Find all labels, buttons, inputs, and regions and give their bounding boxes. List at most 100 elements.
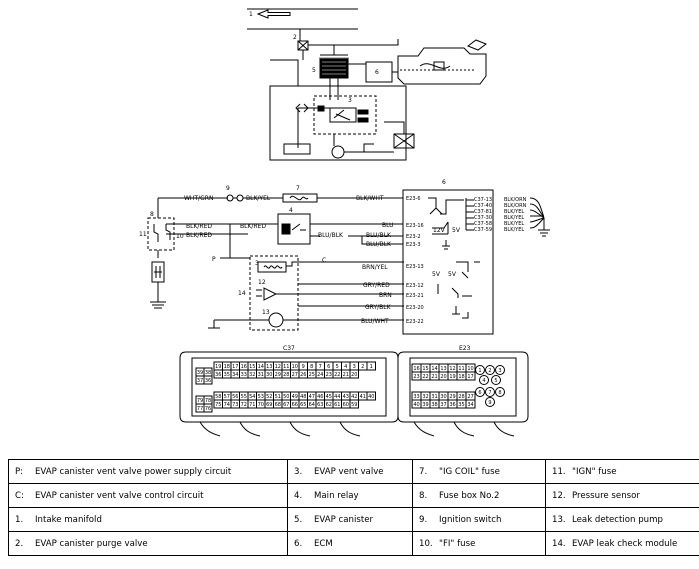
legend-key: P:: [15, 466, 24, 477]
e23-pin-17: 17: [467, 374, 473, 380]
legend-text: EVAP canister vent valve power supply ci…: [35, 466, 232, 477]
e23-pin-19: 19: [449, 374, 455, 380]
c37-pin-48: 48: [300, 394, 306, 400]
legend-cell: 7. "IG COIL" fuse: [412, 459, 546, 484]
c37-cell-20: [349, 369, 359, 379]
term-e23-21: E23-21: [406, 293, 424, 299]
term-e23-6: E23-6: [406, 196, 421, 202]
e23-pin-35: 35: [458, 402, 464, 408]
e23-round-cell-6: [475, 387, 485, 397]
term-e23-20: E23-20: [406, 305, 424, 311]
e23-round-pin-8: 8: [498, 390, 501, 396]
c37-pin-45: 45: [326, 394, 332, 400]
wire-blk-wht: BLK/WHT: [356, 195, 384, 202]
c37-pin-7: 7: [319, 364, 322, 370]
term-e23-16: E23-16: [406, 223, 424, 229]
c37-pin-70: 70: [258, 402, 264, 408]
legend-text: EVAP canister purge valve: [35, 538, 148, 549]
legend-text: Ignition switch: [439, 514, 502, 525]
e23-pin-23: 23: [413, 374, 419, 380]
legend-text: EVAP vent valve: [314, 466, 384, 477]
e23-pin-18: 18: [458, 374, 464, 380]
term-e23-22: E23-22: [406, 319, 424, 325]
e23-round-cell-7: [485, 387, 495, 397]
c37-pin-13: 13: [266, 364, 272, 370]
c37-cell-59: [349, 399, 359, 409]
c37-pin-66: 66: [292, 402, 298, 408]
legend-cell: 2. EVAP canister purge valve: [8, 531, 288, 556]
gnd-pin-c37-13: C37-13: [474, 197, 492, 203]
e23-pin-10: 10: [467, 366, 473, 372]
e23-pin-34: 34: [467, 402, 473, 408]
wire-blu-blk-2: BLU/BLK: [366, 232, 392, 239]
e23-round-cell-5: [491, 375, 501, 385]
c37-pin-6: 6: [327, 364, 330, 370]
c37-pin-55: 55: [241, 394, 247, 400]
c37-pin-58: 58: [215, 394, 221, 400]
c37-pin-49: 49: [292, 394, 298, 400]
legend-key: 12.: [552, 490, 566, 501]
c37-pin-74: 74: [224, 402, 230, 408]
c37-pin-36: 36: [215, 372, 221, 378]
label-leak-pump: 13: [262, 309, 270, 316]
c37-pin-33: 33: [241, 372, 247, 378]
legend-text: "FI" fuse: [439, 538, 476, 549]
label-pressure-sensor: 12: [258, 279, 266, 286]
e23-pin-11: 11: [458, 366, 464, 372]
legend-cell: 14.EVAP leak check module: [545, 531, 699, 556]
legend-cell: 5.EVAP canister: [287, 507, 413, 532]
c37-pin-9: 9: [302, 364, 305, 370]
c37-pin-12: 12: [275, 364, 281, 370]
wire-blk-red-2: BLK/RED: [186, 232, 212, 239]
c37-pin-61: 61: [334, 402, 340, 408]
wire-gry-blk: GRY/BLK: [365, 304, 392, 311]
c37-pin-17: 17: [232, 364, 238, 370]
c37-side-pin-37: 37: [197, 378, 203, 384]
e23-pin-14: 14: [431, 366, 437, 372]
c37-title: C37: [283, 345, 295, 352]
legend-cell: 6.ECM: [287, 531, 413, 556]
term-e23-12: E23-12: [406, 283, 424, 289]
e23-pin-20: 20: [440, 374, 446, 380]
c37-side-cell-36: [203, 375, 213, 385]
wire-blk-red-3: BLK/RED: [240, 223, 266, 230]
legend-text: "IGN" fuse: [572, 466, 617, 477]
label-fi-fuse: 10: [176, 233, 184, 240]
legend-cell: P: EVAP canister vent valve power supply …: [8, 459, 288, 484]
c37-side-pin-79: 79: [197, 398, 203, 404]
c37-pin-62: 62: [326, 402, 332, 408]
c37-pin-29: 29: [275, 372, 281, 378]
c37-pin-5: 5: [336, 364, 339, 370]
gnd-pin-c37-30: C37-30: [474, 215, 492, 221]
e23-round-pin-3: 3: [498, 368, 501, 374]
gnd-wire-6: BLK/YEL: [504, 227, 524, 233]
e23-pin-31: 31: [431, 394, 437, 400]
volt-5v-1: 5V: [452, 227, 461, 234]
legend-key: 13.: [552, 514, 566, 525]
legend-text: Fuse box No.2: [439, 490, 500, 501]
c37-pin-64: 64: [309, 402, 315, 408]
e23-pin-15: 15: [422, 366, 428, 372]
legend-text: "IG COIL" fuse: [439, 466, 500, 477]
e23-pin-21: 21: [431, 374, 437, 380]
e23-pin-30: 30: [440, 394, 446, 400]
volt-5v-2: 5V: [432, 271, 441, 278]
c37-pin-25: 25: [309, 372, 315, 378]
legend-key: 2.: [15, 538, 24, 549]
wire-brn-yel: BRN/YEL: [362, 264, 388, 271]
e23-round-cell-4: [479, 375, 489, 385]
c37-pin-19: 19: [215, 364, 221, 370]
legend-cell: 13.Leak detection pump: [545, 507, 699, 532]
c37-pin-42: 42: [351, 394, 357, 400]
label-ig-coil-fuse: 7: [296, 185, 300, 192]
legend-key: 6.: [294, 538, 303, 549]
label-leak-check-module: 14: [238, 290, 246, 297]
legend-key: 3.: [294, 466, 303, 477]
c37-pin-26: 26: [300, 372, 306, 378]
legend-key: 7.: [419, 466, 428, 477]
c37-pin-34: 34: [232, 372, 238, 378]
c37-side-pin-78: 78: [205, 398, 211, 404]
system-schematic: 1 2 5 6 3: [247, 8, 488, 161]
c37-pin-18: 18: [224, 364, 230, 370]
